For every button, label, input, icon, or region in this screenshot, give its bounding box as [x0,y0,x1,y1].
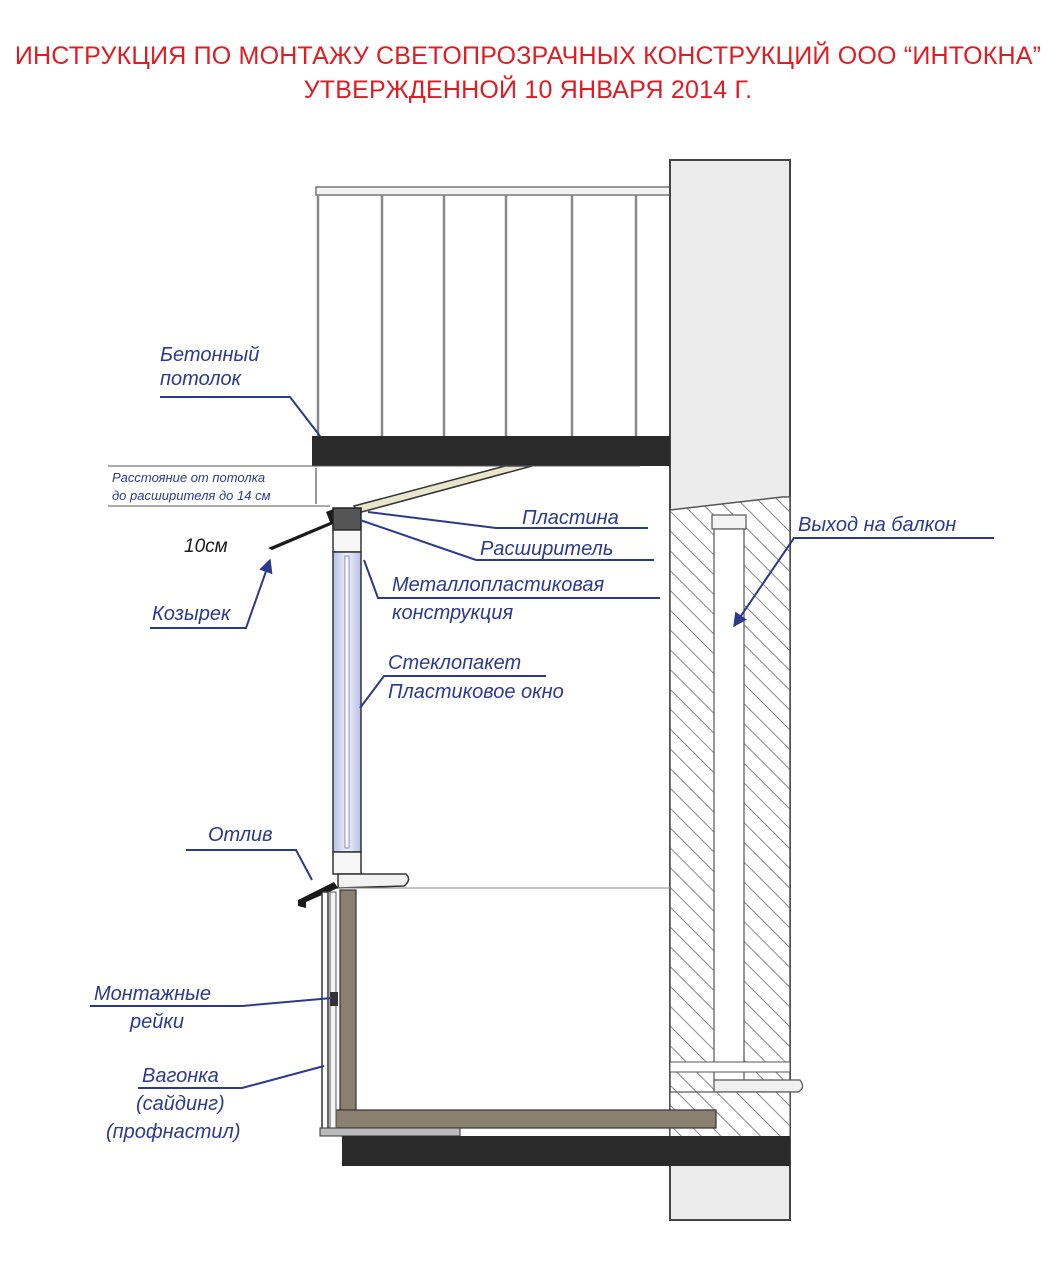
leader-plate [367,511,648,529]
label-visor: Козырек [152,603,232,625]
window-sill [337,873,670,889]
label-cladding-1: Вагонка [142,1065,219,1087]
leader-drip [186,849,313,881]
lower-frame [319,889,717,1137]
visor [268,508,338,550]
leader-metal-plastic [363,559,660,599]
leader-expander [359,519,654,561]
concrete-ceiling-slab [312,436,670,466]
label-metal-plastic-2: конструкция [392,602,513,624]
expander [332,507,362,531]
window-frame [332,529,362,875]
label-concrete-ceiling-1: Бетонный [160,344,259,366]
title-line-1: ИНСТРУКЦИЯ ПО МОНТАЖУ СВЕТОПРОЗРАЧНЫХ КО… [14,42,1042,70]
label-glass-unit: Стеклопакет [388,652,521,674]
label-metal-plastic-1: Металлопластиковая [392,574,604,596]
leader-glass [359,675,546,709]
upper-railing [315,186,671,436]
building-wall [669,159,804,1221]
distance-dimension [108,465,640,507]
title-line-2: УТВЕРЖДЕННОЙ 10 ЯНВАРЯ 2014 Г. [303,76,753,104]
label-cladding-2: (сайдинг) [136,1093,225,1115]
leader-visor [150,558,273,629]
label-distance-2: до расширителя до 14 см [112,488,271,503]
label-drip-sill: Отлив [208,824,273,846]
label-plate: Пластина [522,507,619,529]
label-concrete-ceiling-2: потолок [160,368,243,390]
leader-rails [90,997,333,1007]
leader-concrete-ceiling [160,396,321,437]
plate [352,465,533,514]
label-rails-1: Монтажные [94,983,211,1005]
label-10cm: 10см [184,536,228,557]
leader-balcony-exit [733,537,994,628]
floor-slab [342,1136,790,1166]
label-expander: Расширитель [480,538,613,560]
label-balcony-exit: Выход на балкон [798,514,956,536]
drip-sill [298,882,338,908]
label-rails-2: рейки [129,1011,184,1033]
label-distance-1: Расстояние от потолка [112,470,265,485]
leader-cladding [138,1065,325,1089]
label-cladding-3: (профнастил) [106,1121,240,1143]
label-plastic-window: Пластиковое окно [388,681,564,703]
